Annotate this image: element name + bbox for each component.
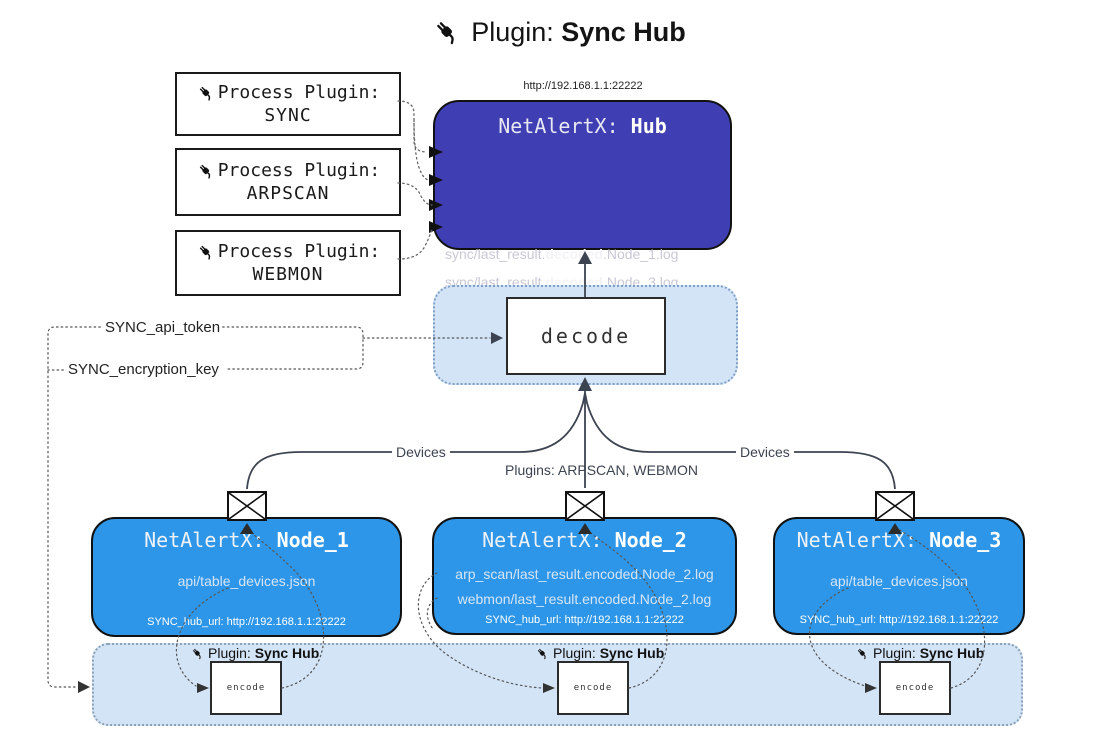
node-box-node2: NetAlertX: Node_2 arp_scan/last_result.e…: [432, 517, 737, 635]
node-title: NetAlertX: Node_3: [796, 528, 1002, 552]
plug-icon: [199, 245, 210, 260]
band-plugin-label: Plugin: Sync Hub: [535, 645, 664, 661]
process-plugin-name: ARPSCAN: [246, 183, 330, 204]
plug-icon: [537, 648, 546, 659]
node-hub-url: SYNC_hub_url: http://192.168.1.1:22222: [485, 614, 684, 626]
encode-box: encode: [879, 661, 951, 715]
encode-box: encode: [210, 661, 282, 715]
envelope-icon: [227, 491, 267, 521]
config-label-encryption-key: SYNC_encryption_key: [66, 361, 221, 378]
hub-box: NetAlertX: Hub sync/last_result.decoded.…: [433, 100, 732, 337]
node-title: NetAlertX: Node_1: [144, 528, 349, 552]
process-plugin-name: SYNC: [264, 105, 312, 126]
config-label-api-token: SYNC_api_token: [103, 319, 223, 336]
process-plugin-box-webmon: Process Plugin: WEBMON: [175, 230, 401, 296]
edge-label-devices-right: Devices: [736, 444, 794, 460]
plug-icon: [437, 22, 454, 45]
process-plugin-box-sync: Process Plugin: SYNC: [175, 72, 401, 136]
node-file: webmon/last_result.encoded.Node_2.log: [457, 591, 712, 607]
envelope-icon: [875, 491, 915, 521]
edge-label-plugins: Plugins: ARPSCAN, WEBMON: [505, 462, 698, 478]
process-plugin-name: WEBMON: [252, 264, 324, 285]
process-plugin-box-arpscan: Process Plugin: ARPSCAN: [175, 148, 401, 216]
title-prefix: Plugin:: [471, 16, 562, 47]
plug-icon: [199, 86, 210, 101]
node-file: api/table_devices.json: [177, 573, 316, 589]
plug-icon: [192, 648, 201, 659]
decode-box: decode: [506, 297, 666, 375]
process-plugin-label: Process Plugin:: [217, 82, 381, 103]
page-title: Plugin: Sync Hub: [0, 16, 1117, 48]
node-file: arp_scan/last_result.encoded.Node_2.log: [455, 566, 714, 582]
node-file: api/table_devices.json: [830, 573, 968, 589]
hub-url: http://192.168.1.1:22222: [523, 80, 643, 92]
title-name: Sync Hub: [561, 16, 686, 47]
envelope-icon: [565, 491, 605, 521]
node-box-node1: NetAlertX: Node_1 api/table_devices.json…: [91, 517, 402, 637]
edge-label-devices-left: Devices: [392, 444, 450, 460]
plug-icon: [199, 164, 210, 179]
band-plugin-label: Plugin: Sync Hub: [855, 645, 984, 661]
node-hub-url: SYNC_hub_url: http://192.168.1.1:22222: [147, 616, 346, 628]
process-plugin-label: Process Plugin:: [217, 241, 381, 262]
node-hub-url: SYNC_hub_url: http://192.168.1.1:22222: [799, 614, 999, 626]
process-plugin-label: Process Plugin:: [217, 160, 381, 181]
hub-file-line: sync/last_result.decoded.Node_1.log: [445, 246, 679, 262]
encode-box: encode: [557, 661, 629, 715]
node-title: NetAlertX: Node_2: [482, 528, 687, 552]
plug-icon: [857, 648, 866, 659]
hub-title: NetAlertX: Hub: [498, 114, 667, 138]
node-box-node3: NetAlertX: Node_3 api/table_devices.json…: [773, 517, 1025, 635]
band-plugin-label: Plugin: Sync Hub: [190, 645, 319, 661]
